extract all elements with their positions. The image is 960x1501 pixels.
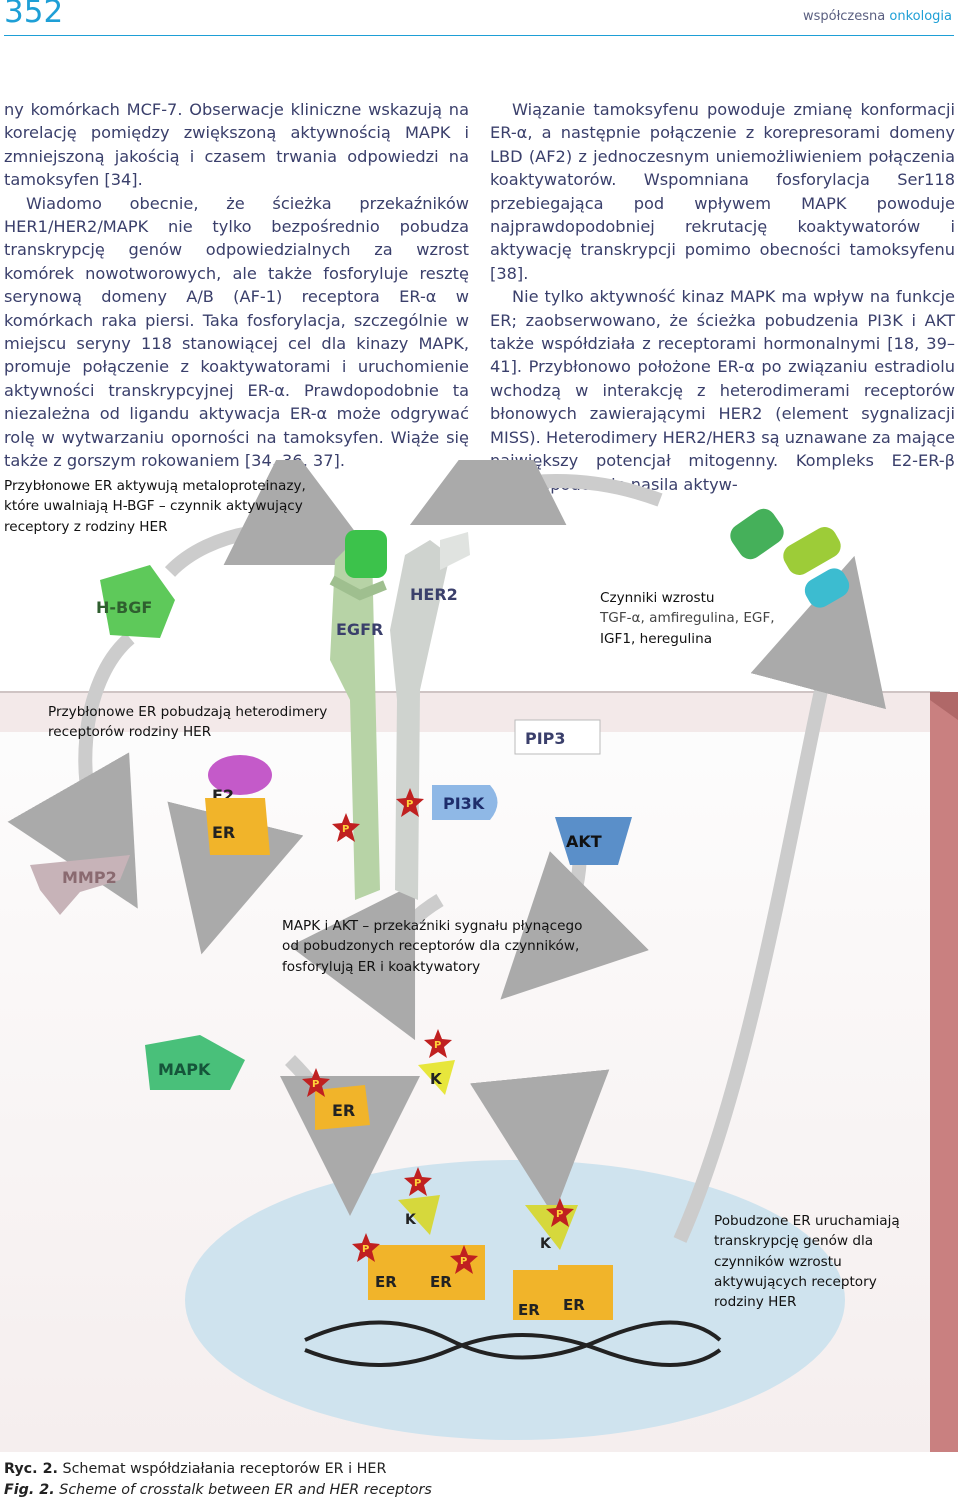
caption-en-label: Fig. 2.: [4, 1481, 55, 1498]
label-p-1: P: [406, 799, 413, 810]
label-her2: HER2: [410, 585, 458, 604]
pathway-arrows: [7, 460, 887, 1243]
left-column: ny komórkach MCF-7. Obserwacje kliniczne…: [4, 98, 469, 473]
callout-gf-line-1: Czynniki wzrostu: [600, 590, 715, 606]
label-akt: AKT: [566, 832, 602, 851]
caption-polish: Ryc. 2. Schemat współdziałania receptoró…: [4, 1459, 432, 1480]
callout-gf-line-3: IGF1, heregulina: [600, 630, 713, 647]
label-er-membrane: ER: [212, 823, 235, 842]
callout-nuc-line-1: Pobudzone ER uruchamiają: [714, 1213, 900, 1229]
callout-nucleus: Pobudzone ER uruchamiają transkrypcję ge…: [714, 1211, 900, 1312]
label-p-4: P: [312, 1079, 319, 1090]
callout-mapk-line-2: od pobudzonych receptorów dla czynników,: [282, 938, 580, 955]
label-p-6: P: [556, 1209, 563, 1220]
pip3-box: [514, 719, 601, 755]
callout-mem-line-1: Przybłonowe ER pobudzają heterodimery: [48, 704, 328, 720]
label-p-3: P: [434, 1040, 441, 1051]
caption-english: Fig. 2. Scheme of crosstalk between ER a…: [4, 1480, 432, 1501]
page-header: 352 współczesna onkologia: [0, 0, 960, 40]
callout-mapk-akt: MAPK i AKT – przekaźniki sygnału płynące…: [282, 916, 582, 977]
label-pip3: PIP3: [525, 729, 566, 748]
callout-gf-line-2: TGF-α, amfiregulina, EGF,: [600, 610, 775, 627]
akt-shape: [555, 817, 632, 865]
callout-top-line-1: Przybłonowe ER aktywują metaloproteinazy…: [4, 478, 306, 494]
pi3k-shape: [432, 785, 498, 820]
callout-growth-factors: Czynniki wzrostu TGF-α, amfiregulina, EG…: [600, 588, 775, 649]
label-er-nucleus-4: ER: [563, 1296, 585, 1314]
growth-factor-shapes: [730, 508, 850, 608]
label-er-cytoplasm: ER: [332, 1101, 355, 1120]
callout-nuc-line-4: aktywujących receptory: [714, 1273, 877, 1290]
page-number: 352: [4, 0, 64, 30]
label-hbgf: H-BGF: [96, 598, 152, 617]
journal-name: współczesna onkologia: [803, 9, 952, 24]
figure: H-BGF EGFR HER2 PIP3 PI3K AKT E2 ER MMP2: [0, 460, 960, 1460]
callout-top-line-3: receptory z rodziny HER: [4, 518, 168, 535]
callout-mem-line-2: receptorów rodziny HER: [48, 724, 212, 741]
left-paragraph-1: ny komórkach MCF-7. Obserwacje kliniczne…: [4, 100, 469, 190]
caption-pl-label: Ryc. 2.: [4, 1461, 58, 1477]
journal-prefix: współczesna: [802, 9, 886, 24]
right-column: Wiązanie tamoksyfenu powoduje zmianę kon…: [490, 98, 955, 496]
label-er-nucleus-2: ER: [430, 1273, 452, 1291]
callout-top-line-2: które uwalniają H-BGF – czynnik aktywują…: [4, 498, 303, 515]
phospho-stars: [302, 788, 574, 1274]
journal-accent: onkologia: [889, 9, 952, 24]
header-rule: [4, 35, 954, 36]
callout-nuc-line-2: transkrypcję genów dla: [714, 1233, 874, 1250]
label-k-nucleus-1: K: [405, 1212, 417, 1228]
figure-caption: Ryc. 2. Schemat współdziałania receptoró…: [4, 1459, 432, 1500]
egfr-receptor: [329, 530, 387, 900]
label-p-2: P: [342, 824, 349, 835]
label-p-8: P: [460, 1256, 467, 1267]
caption-en-text: Scheme of crosstalk between ER and HER r…: [59, 1481, 432, 1498]
right-paragraph-1: Wiązanie tamoksyfenu powoduje zmianę kon…: [490, 100, 955, 283]
label-p-5: P: [414, 1178, 421, 1189]
label-mapk: MAPK: [158, 1060, 211, 1079]
label-k-cytoplasm: K: [430, 1070, 443, 1088]
callout-mapk-line-3: fosforylują ER i koaktywatory: [282, 958, 481, 975]
hbgf-shape: [100, 565, 175, 638]
callout-mapk-line-1: MAPK i AKT – przekaźniki sygnału płynące…: [282, 918, 583, 934]
mapk-shape: [145, 1035, 245, 1090]
er-membrane-shape: [205, 798, 270, 855]
callout-nuc-line-3: czynników wzrostu: [714, 1253, 842, 1270]
er-cytoplasm-shape: [315, 1085, 370, 1130]
callout-nuc-line-5: rodziny HER: [714, 1294, 797, 1311]
label-er-nucleus-3: ER: [518, 1301, 540, 1319]
label-k-nucleus-2: K: [540, 1236, 552, 1252]
k-cytoplasm-shape: [418, 1060, 455, 1095]
label-mmp2: MMP2: [62, 868, 117, 887]
caption-pl-text: Schemat współdziałania receptorów ER i H…: [62, 1461, 387, 1477]
mmp2-shape: [30, 855, 130, 915]
label-pi3k: PI3K: [443, 794, 485, 813]
label-p-7: P: [362, 1244, 369, 1255]
callout-membrane-er: Przybłonowe ER pobudzają heterodimery re…: [48, 702, 327, 743]
e2-shape: [208, 755, 272, 795]
left-paragraph-2: Wiadomo obecnie, że ścieżka przekaźników…: [4, 193, 469, 471]
label-egfr: EGFR: [336, 620, 383, 639]
figure-diagram: H-BGF EGFR HER2 PIP3 PI3K AKT E2 ER MMP2: [0, 460, 958, 1452]
callout-top-left: Przybłonowe ER aktywują metaloproteinazy…: [4, 476, 306, 537]
label-er-nucleus-1: ER: [375, 1273, 397, 1291]
